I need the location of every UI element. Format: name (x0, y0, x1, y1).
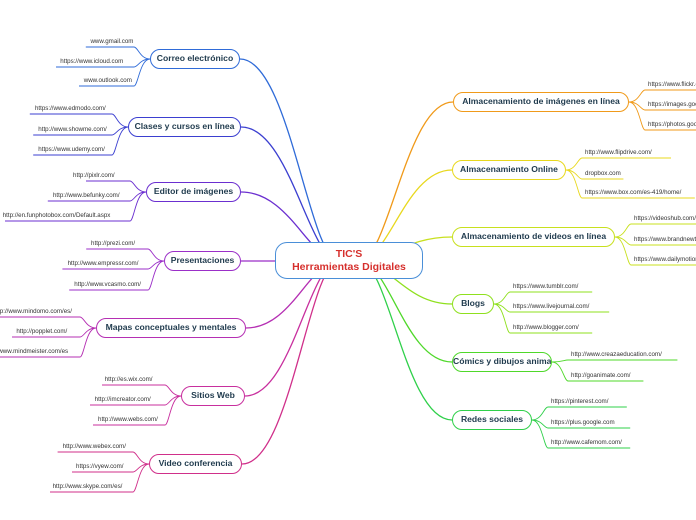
leaf-connector (628, 101, 696, 111)
leaf-connector (493, 303, 610, 313)
leaf-link[interactable]: http://imcreator.com/ (94, 396, 151, 403)
leaf-link[interactable]: http://www.vcasmo.com/ (74, 281, 142, 288)
leaf-link[interactable]: http://www.showme.com/ (38, 126, 107, 133)
leaf-link[interactable]: http://www.skype.com/es/ (52, 483, 123, 490)
leaf-link[interactable]: http://www.creazaeducation.com/ (571, 351, 662, 358)
leaf-connector (62, 260, 165, 270)
leaf-link[interactable]: https://www.brandnewtube.com/ (634, 236, 696, 243)
branch-topic[interactable]: Almacenamiento de videos en línea (452, 227, 615, 247)
leaf-connector (85, 46, 151, 60)
leaf-link[interactable]: http://goanimate.com/ (571, 372, 631, 379)
branch-connector (239, 58, 340, 262)
leaf-connector (12, 327, 97, 338)
leaf-connector (531, 419, 631, 429)
branch-topic[interactable]: Video conferencia (149, 454, 242, 474)
leaf-link[interactable]: www.gmail.com (90, 38, 134, 45)
branch-topic[interactable]: Almacenamiento Online (452, 160, 566, 180)
leaf-connector (86, 248, 165, 262)
leaf-link[interactable]: http://www.blogger.com/ (513, 324, 579, 331)
branch-topic[interactable]: Redes sociales (452, 410, 532, 430)
leaf-connector (50, 463, 150, 493)
leaf-link[interactable]: http://www.flipdrive.com/ (585, 149, 652, 156)
central-topic-subtitle: Herramientas Digitales (292, 261, 406, 273)
leaf-link[interactable]: http://en.funphotobox.com/Default.aspx (2, 212, 111, 219)
leaf-link[interactable]: https://videoshub.com/ (634, 215, 696, 222)
leaf-connector (531, 419, 631, 449)
leaf-connector (493, 303, 593, 334)
leaf-link[interactable]: http://www.empressr.com/ (67, 260, 139, 267)
leaf-connector (33, 126, 129, 156)
leaf-connector (531, 406, 627, 421)
leaf-link[interactable]: dropbox.com (585, 170, 621, 177)
leaf-link[interactable]: https://www.udemy.com/ (38, 146, 105, 153)
leaf-connector (102, 384, 182, 397)
central-topic-title: TIC'S (335, 248, 363, 260)
leaf-connector (72, 463, 150, 473)
leaf-link[interactable]: https://plus.google.com (551, 419, 615, 426)
leaf-link[interactable]: https://images.google.com/ (648, 101, 696, 108)
leaf-connector (551, 361, 644, 382)
leaf-link[interactable]: https://vyew.com/ (76, 463, 124, 470)
branch-topic[interactable]: Cómics y dibujos animados (452, 352, 552, 372)
leaf-link[interactable]: http://www.mindomo.com/es/ (0, 308, 72, 315)
leaf-link[interactable]: https://photos.google.com/ (648, 121, 696, 128)
leaf-connector (29, 113, 129, 128)
leaf-link[interactable]: https://www.tumblr.com/ (513, 283, 579, 290)
leaf-connector (628, 101, 696, 131)
leaf-link[interactable]: https://www.box.com/es-419/home/ (585, 189, 682, 196)
leaf-link[interactable]: https://www.livejournal.com/ (513, 303, 590, 310)
leaf-connector (57, 451, 150, 465)
leaf-connector (93, 395, 182, 426)
leaf-link[interactable]: http://www.cafemom.com/ (551, 439, 622, 446)
leaf-connector (493, 291, 593, 305)
leaf-connector (565, 169, 695, 199)
leaf-connector (0, 327, 97, 358)
leaf-link[interactable]: www.outlook.com (83, 77, 132, 84)
leaf-connector (47, 191, 147, 202)
leaf-link[interactable]: http://es.wix.com/ (104, 376, 153, 383)
leaf-link[interactable]: https://pinterest.com/ (551, 398, 609, 405)
leaf-connector (79, 58, 151, 87)
branch-topic[interactable]: Blogs (452, 294, 494, 314)
branch-connector (241, 260, 340, 465)
leaf-connector (90, 395, 182, 406)
leaf-connector (628, 89, 696, 103)
branch-topic[interactable]: Clases y cursos en línea (128, 117, 241, 137)
branch-topic[interactable]: Mapas conceptuales y mentales (96, 318, 246, 338)
leaf-connector (0, 316, 97, 329)
leaf-connector (33, 126, 129, 136)
leaf-connector (614, 236, 696, 246)
leaf-link[interactable]: http://www.webs.com/ (98, 416, 158, 423)
leaf-connector (86, 180, 147, 193)
leaf-connector (69, 260, 165, 291)
leaf-connector (565, 157, 671, 171)
leaf-link[interactable]: https://www.dailymotion.com/ (634, 256, 696, 263)
leaf-link[interactable]: http://prezi.com/ (91, 240, 136, 247)
leaf-connector (614, 223, 696, 238)
leaf-link[interactable]: https://www.edmodo.com/ (34, 105, 106, 112)
branch-topic[interactable]: Presentaciones (164, 251, 241, 271)
leaf-link[interactable]: http://popplet.com/ (16, 328, 68, 335)
leaf-connector (614, 236, 696, 266)
leaf-link[interactable]: https://www.flickr.com/ (648, 81, 696, 88)
leaf-link[interactable]: http://www.befunky.com/ (52, 192, 120, 199)
leaf-link[interactable]: http://pixlr.com/ (73, 172, 115, 179)
branch-topic[interactable]: Editor de imágenes (146, 182, 241, 202)
leaf-link[interactable]: http://www.webex.com/ (62, 443, 126, 450)
branch-connector (244, 260, 340, 397)
leaf-link[interactable]: https://www.icloud.com (60, 58, 124, 65)
leaf-connector (5, 191, 147, 222)
branch-topic[interactable]: Correo electrónico (150, 49, 240, 69)
central-topic[interactable]: TIC'S Herramientas Digitales (275, 242, 423, 279)
leaf-link[interactable]: http://www.mindmeister.com/es (0, 348, 69, 355)
branch-topic[interactable]: Almacenamiento de imágenes en línea (453, 92, 629, 112)
branch-connector (358, 260, 453, 421)
branch-topic[interactable]: Sitios Web (181, 386, 245, 406)
leaf-connector (551, 359, 678, 363)
